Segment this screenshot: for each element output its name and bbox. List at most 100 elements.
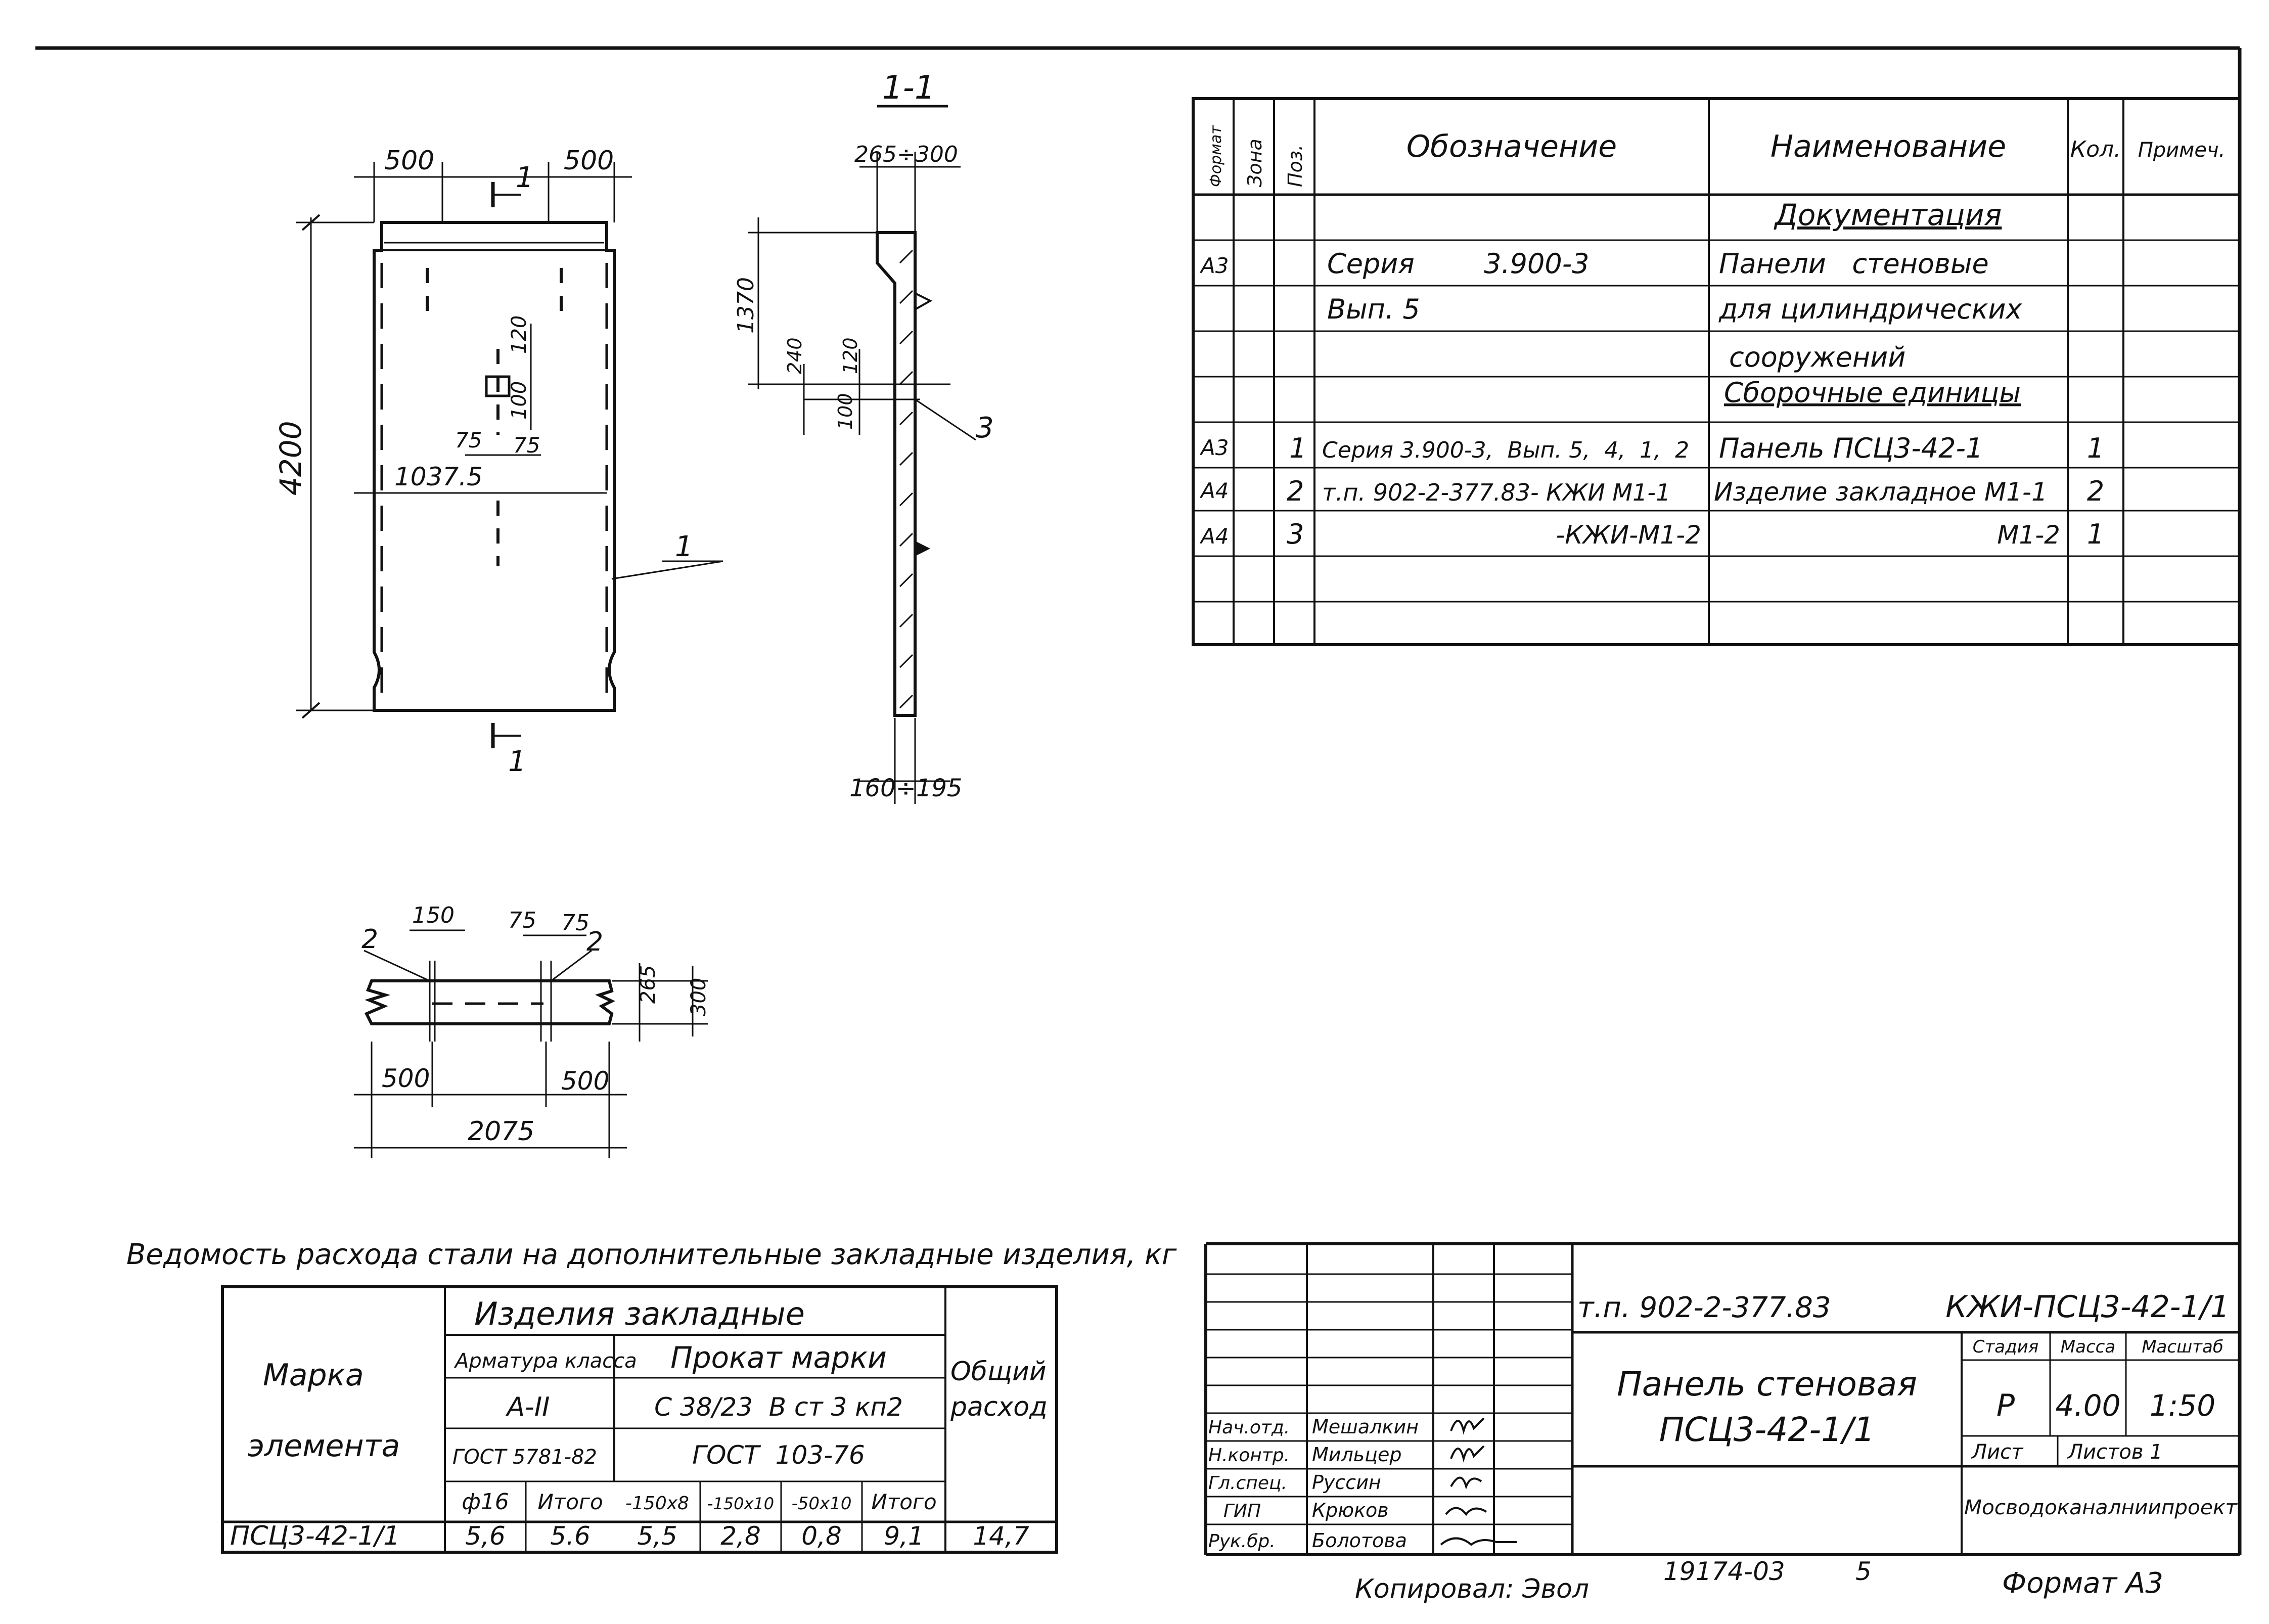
steel-sub-header: Итого bbox=[537, 1490, 603, 1514]
title-mass: 4.00 bbox=[2055, 1388, 2120, 1423]
title-sheet-label: Лист bbox=[1971, 1440, 2024, 1464]
person-role: Нач.отд. bbox=[1208, 1417, 1290, 1438]
top-dim-265: 265 bbox=[637, 965, 660, 1004]
steel-row-value: 9,1 bbox=[884, 1521, 924, 1551]
steel-row-value: 5,5 bbox=[637, 1521, 677, 1551]
spec-header-name: Наименование bbox=[1771, 129, 2006, 164]
title-stage-label: Стадия bbox=[1973, 1337, 2038, 1357]
plan-dim-75-right: 75 bbox=[513, 433, 540, 458]
section-leader-3: 3 bbox=[976, 412, 994, 444]
spec-row-name: Панель ПСЦ3-42-1 bbox=[1719, 432, 1983, 464]
spec-header-pos: Поз. bbox=[1284, 145, 1306, 187]
spec-row-qty: 1 bbox=[2087, 518, 2104, 550]
section-dim-120: 120 bbox=[839, 337, 861, 374]
person-role: Рук.бр. bbox=[1208, 1531, 1276, 1552]
spec-row-pos: 2 bbox=[1287, 475, 1304, 507]
steel-header-total-2: расход bbox=[950, 1392, 1048, 1422]
section-dim-240: 240 bbox=[784, 337, 806, 374]
top-view: 150 75 75 2 2 265 300 500 500 2075 bbox=[354, 903, 710, 1158]
section-dim-1370: 1370 bbox=[733, 277, 759, 334]
title-doc: КЖИ-ПСЦ3-42-1/1 bbox=[1945, 1289, 2230, 1325]
title-stage: Р bbox=[1996, 1388, 2015, 1423]
steel-header-items: Изделия закладные bbox=[474, 1295, 805, 1332]
spec-row-format: А3 bbox=[1199, 435, 1229, 460]
title-sheets-label: Листов 1 bbox=[2067, 1440, 2163, 1464]
section-view: 1-1 265÷300 1370 240 120 10 bbox=[733, 69, 994, 804]
steel-sub-header: -50х10 bbox=[792, 1494, 852, 1514]
section-dim-bottom: 160÷195 bbox=[849, 774, 962, 802]
steel-gost-rebar: ГОСТ 5781-82 bbox=[452, 1446, 597, 1469]
steel-header-mark-1: Марка bbox=[263, 1358, 364, 1393]
steel-gost-rolled: ГОСТ 103-76 bbox=[692, 1440, 865, 1470]
plan-dim-120: 120 bbox=[508, 315, 531, 354]
plan-dim-500-right: 500 bbox=[564, 146, 614, 176]
title-name-2: ПСЦ3-42-1/1 bbox=[1659, 1410, 1875, 1449]
steel-header-total-1: Общий bbox=[950, 1357, 1047, 1387]
person-name: Крюков bbox=[1312, 1499, 1389, 1521]
spec-row-name: для цилиндрических bbox=[1718, 293, 2023, 325]
section-mark-top: 1 bbox=[516, 161, 534, 194]
spec-row-format: А4 bbox=[1199, 524, 1229, 549]
spec-row-format: А3 bbox=[1199, 253, 1229, 278]
spec-row-designation: Серия 3.900-3 bbox=[1327, 248, 1590, 280]
footer-format: Формат А3 bbox=[2002, 1567, 2163, 1600]
spec-row-name: Сборочные единицы bbox=[1724, 377, 2021, 409]
steel-row-value: 5.6 bbox=[550, 1521, 591, 1551]
person-name: Болотова bbox=[1312, 1529, 1407, 1552]
steel-sub-header: ф16 bbox=[462, 1489, 509, 1515]
plan-dim-1037: 1037.5 bbox=[394, 462, 483, 491]
signatures bbox=[1440, 1417, 1517, 1546]
title-scale: 1:50 bbox=[2150, 1388, 2215, 1423]
steel-row-value: 0,8 bbox=[801, 1521, 842, 1551]
top-dim-300: 300 bbox=[687, 978, 710, 1016]
footer: Копировал: Эвол 19174-03 5 Формат А3 bbox=[1355, 1557, 2163, 1604]
steel-header-mark-2: элемента bbox=[248, 1428, 400, 1464]
top-view-outline bbox=[364, 979, 615, 1025]
top-dim-75-left: 75 bbox=[508, 908, 536, 933]
title-scale-label: Масштаб bbox=[2142, 1337, 2223, 1357]
person-role: ГИП bbox=[1223, 1501, 1261, 1521]
spec-row-qty: 1 bbox=[2087, 432, 2104, 464]
spec-row-name: Документация bbox=[1774, 198, 2002, 232]
steel-sub-header: Итого bbox=[871, 1490, 936, 1514]
spec-row-pos: 1 bbox=[1289, 432, 1306, 464]
title-code: т.п. 902-2-377.83 bbox=[1577, 1291, 1831, 1324]
spec-row-designation: т.п. 902-2-377.83- КЖИ М1-1 bbox=[1322, 479, 1670, 506]
spec-row-name: Панели стеновые bbox=[1719, 248, 1989, 280]
footer-number: 19174-03 bbox=[1663, 1557, 1785, 1586]
person-name: Мильцер bbox=[1312, 1443, 1402, 1466]
spec-header-qty: Кол. bbox=[2070, 137, 2121, 162]
spec-row-designation: -КЖИ-М1-2 bbox=[1556, 520, 1701, 550]
top-leader-2-right: 2 bbox=[586, 927, 603, 957]
top-dim-75-right: 75 bbox=[561, 910, 589, 936]
plan-dim-4200: 4200 bbox=[274, 421, 308, 495]
footer-sheet-no: 5 bbox=[1855, 1557, 1872, 1586]
plan-dim-75-left: 75 bbox=[455, 428, 482, 453]
top-dim-500-right: 500 bbox=[561, 1066, 609, 1096]
plan-dim-100: 100 bbox=[508, 381, 531, 420]
plan-leader-1: 1 bbox=[675, 530, 693, 563]
steel-header-rebar: Арматура класса bbox=[453, 1349, 637, 1373]
footer-copied: Копировал: Эвол bbox=[1355, 1574, 1589, 1604]
steel-sub-header: -150х10 bbox=[707, 1494, 774, 1513]
person-role: Н.контр. bbox=[1208, 1445, 1290, 1466]
spec-header-note: Примеч. bbox=[2138, 139, 2226, 162]
section-dim-100: 100 bbox=[834, 393, 856, 430]
title-block: т.п. 902-2-377.83 КЖИ-ПСЦ3-42-1/1 Панель… bbox=[1204, 1242, 2240, 1556]
section-mark-bottom: 1 bbox=[508, 745, 526, 778]
section-dim-top: 265÷300 bbox=[854, 142, 958, 167]
spec-row-qty: 2 bbox=[2087, 475, 2104, 507]
plan-view: 500 500 1 1 4200 1037.5 120 100 75 75 1 bbox=[274, 146, 723, 778]
steel-row-mark: ПСЦ3-42-1/1 bbox=[230, 1521, 400, 1551]
section-body bbox=[876, 231, 917, 717]
spec-row-name: М1-2 bbox=[1997, 520, 2060, 550]
section-title: 1-1 bbox=[882, 69, 935, 107]
top-leader-2-left: 2 bbox=[361, 924, 378, 955]
steel-table: Ведомость расхода стали на дополнительны… bbox=[126, 1238, 1177, 1554]
steel-row-total: 14,7 bbox=[973, 1521, 1029, 1551]
top-dim-2075: 2075 bbox=[468, 1116, 534, 1147]
top-dim-500-left: 500 bbox=[382, 1064, 430, 1093]
person-role: Гл.спец. bbox=[1208, 1473, 1287, 1494]
panel-outline bbox=[373, 221, 616, 712]
